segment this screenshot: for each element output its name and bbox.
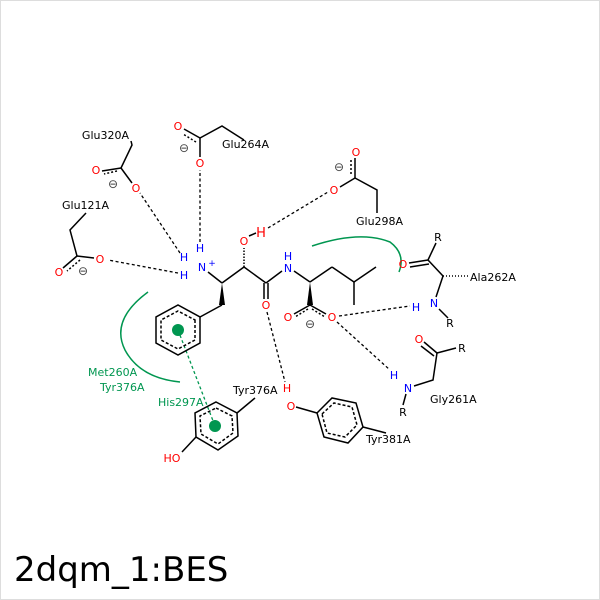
atom-h: H <box>283 382 291 395</box>
atom-o: O <box>96 253 105 266</box>
label-tyr376a: Tyr376A <box>232 384 278 397</box>
atom-o: O <box>287 400 296 413</box>
hbond <box>266 311 286 383</box>
atom-ho: HO <box>164 452 181 465</box>
label-glu264a: Glu264A <box>222 138 270 151</box>
pi-centroid <box>172 324 184 336</box>
ligand-bonds <box>155 232 377 356</box>
atom-n: N <box>284 262 292 275</box>
hbond <box>107 259 179 274</box>
atom-o: O <box>240 235 249 248</box>
charge-minus: ⊖ <box>305 317 315 331</box>
atom-o: O <box>92 164 101 177</box>
atom-r: R <box>446 317 454 330</box>
atom-r: R <box>458 342 466 355</box>
label-ala262a: Ala262A <box>470 271 516 284</box>
atom-o: O <box>328 311 337 324</box>
charge-minus: ⊖ <box>78 264 88 278</box>
ligand-atoms: N + H H H O H O N H O O ⊖ <box>180 226 337 331</box>
label-met260a: Met260A <box>88 366 138 379</box>
atom-r: R <box>434 231 442 244</box>
charge-minus: ⊖ <box>179 141 189 155</box>
atom-o: O <box>399 258 408 271</box>
hbond <box>338 305 411 317</box>
atom-o: O <box>352 146 361 159</box>
atom-o: O <box>330 184 339 197</box>
label-gly261a: Gly261A <box>430 393 477 406</box>
atom-h: H <box>390 369 398 382</box>
atom-h: H <box>196 242 204 255</box>
hydrogen-bonds <box>107 170 411 383</box>
charge-minus: ⊖ <box>108 177 118 191</box>
pi-centroid <box>209 420 221 432</box>
hydrophobic-contact-arc <box>120 291 181 383</box>
diagram-title: 2dqm_1:BES <box>14 550 229 590</box>
atom-n: N <box>198 261 206 274</box>
label-glu121a: Glu121A <box>62 199 110 212</box>
hydrophobic-contact-arc <box>311 236 402 273</box>
atom-o: O <box>132 182 141 195</box>
atom-h: H <box>284 250 292 263</box>
atom-o: O <box>55 266 64 279</box>
residue-atoms: O O ⊖ O O ⊖ O O ⊖ O O ⊖ O R N H R O R N … <box>55 120 467 465</box>
residue-labels: Glu121A Glu320A Glu264A Glu298A Ala262A … <box>62 129 516 446</box>
atom-o: O <box>262 299 271 312</box>
atom-r: R <box>399 406 407 419</box>
hbond <box>139 192 181 254</box>
atom-o: O <box>415 333 424 346</box>
label-tyr376a-hydrophobic: Tyr376A <box>99 381 145 394</box>
atom-o: O <box>196 157 205 170</box>
atom-o: O <box>284 311 293 324</box>
atom-h: H <box>256 226 266 241</box>
atom-h: H <box>180 269 188 282</box>
label-tyr381a: Tyr381A <box>365 433 411 446</box>
atom-h: H <box>412 301 420 314</box>
label-glu298a: Glu298A <box>356 215 404 228</box>
atom-n: N <box>430 297 438 310</box>
atom-n: N <box>404 382 412 395</box>
atom-h: H <box>180 251 188 264</box>
label-his297a: His297A <box>158 396 204 409</box>
hbond <box>267 191 329 229</box>
label-glu320a: Glu320A <box>82 129 130 142</box>
charge-plus: + <box>208 259 216 269</box>
charge-minus: ⊖ <box>334 160 344 174</box>
hbond <box>336 321 391 371</box>
atom-o: O <box>174 120 183 133</box>
residue-bonds <box>62 125 468 453</box>
